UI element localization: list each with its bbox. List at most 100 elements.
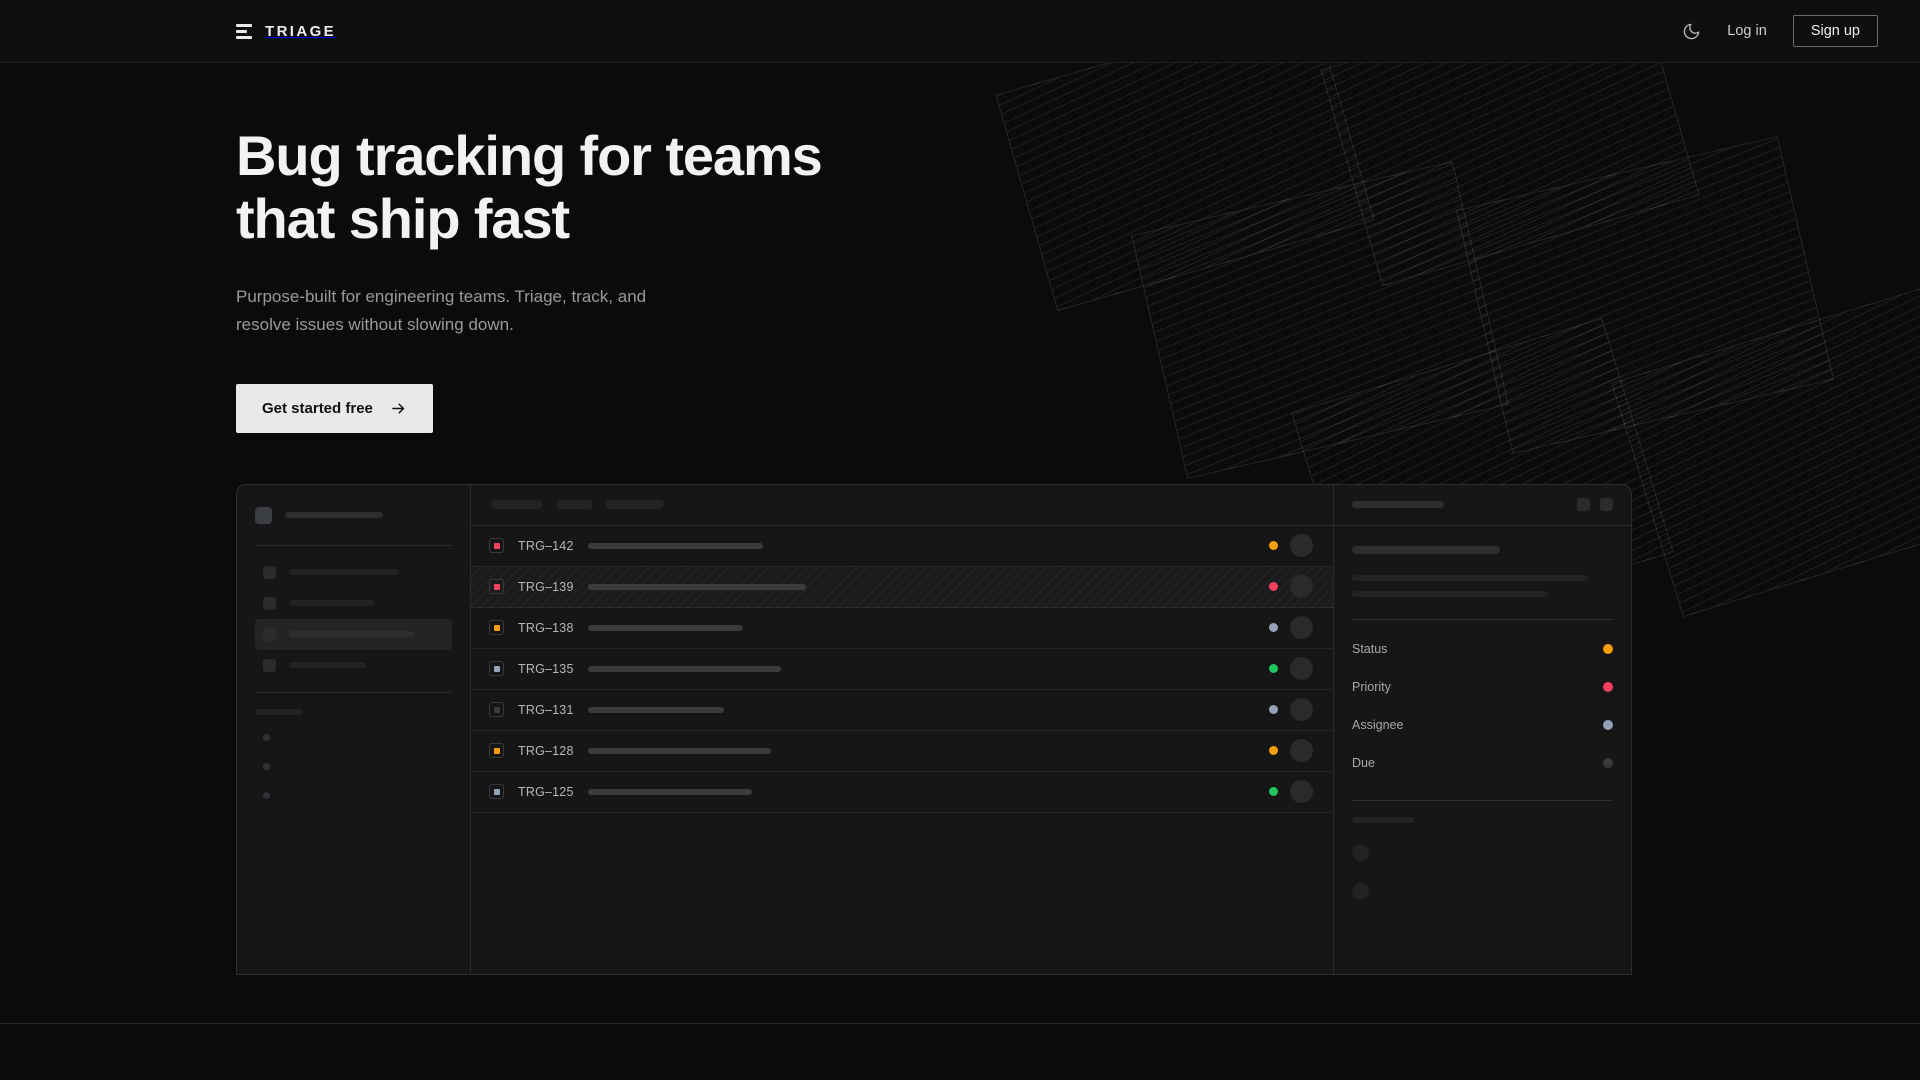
sidebar-mini-item-2[interactable] — [255, 781, 452, 810]
sidebar-item-label — [289, 662, 366, 669]
page-title: Bug tracking for teams that ship fast — [236, 124, 896, 250]
issue-title-placeholder — [588, 624, 743, 631]
issue-title-placeholder — [588, 706, 724, 713]
issue-row-meta — [1269, 780, 1313, 804]
issue-type-icon — [489, 538, 504, 554]
sidebar-mini-item-0[interactable] — [255, 723, 452, 752]
issue-status-dot — [1269, 787, 1278, 797]
issue-assignee-avatar — [1290, 739, 1313, 763]
sidebar-mini-dot — [263, 762, 270, 770]
activity-row — [1352, 872, 1613, 911]
hero-subtitle: Purpose-built for engineering teams. Tri… — [236, 283, 706, 339]
list-toolbar — [471, 485, 1333, 526]
detail-action-button-0[interactable] — [1577, 498, 1590, 512]
sidebar-divider-bottom — [255, 691, 452, 693]
detail-meta-row[interactable]: Due — [1352, 744, 1613, 782]
theme-toggle-button[interactable] — [1682, 22, 1701, 41]
issue-assignee-avatar — [1290, 780, 1313, 804]
toolbar-chip-1[interactable] — [556, 500, 593, 510]
issue-row[interactable]: TRG–125 — [471, 772, 1333, 813]
issue-row-meta — [1269, 698, 1313, 722]
hero-title-line-2: that ship fast — [236, 186, 570, 250]
issue-type-icon — [489, 784, 504, 800]
login-link[interactable]: Log in — [1727, 23, 1767, 39]
sidebar-item-3[interactable] — [255, 650, 452, 681]
toolbar-chip-0[interactable] — [491, 500, 543, 510]
issue-row[interactable]: TRG–139 — [471, 566, 1333, 608]
issue-id: TRG–125 — [518, 784, 574, 799]
workspace-switcher[interactable] — [255, 506, 452, 545]
activity-divider — [1352, 799, 1613, 801]
issue-row-meta — [1269, 534, 1313, 558]
detail-meta-row[interactable]: Assignee — [1352, 706, 1613, 744]
sidebar-item-label — [289, 631, 414, 638]
page-bottom-divider — [0, 1023, 1920, 1024]
issue-assignee-avatar — [1290, 534, 1313, 558]
issue-id: TRG–128 — [518, 743, 574, 758]
issue-type-icon — [489, 661, 504, 677]
issue-id: TRG–142 — [518, 538, 574, 553]
detail-description-line-1 — [1352, 590, 1548, 597]
issue-title-placeholder — [588, 542, 763, 549]
issue-status-dot — [1269, 746, 1278, 756]
activity-avatar — [1352, 882, 1369, 900]
hero-subtitle-line-2: resolve issues without slowing down. — [236, 315, 514, 335]
issue-title-placeholder — [588, 583, 806, 590]
issue-assignee-avatar — [1290, 616, 1313, 640]
detail-meta-dot — [1603, 719, 1613, 730]
issue-row[interactable]: TRG–138 — [471, 608, 1333, 649]
issue-type-icon — [489, 620, 504, 636]
workspace-name-placeholder — [285, 512, 383, 519]
sidebar-item-label — [289, 569, 399, 576]
detail-description-line-0 — [1352, 574, 1588, 581]
detail-action-buttons — [1577, 498, 1613, 512]
detail-meta-label: Due — [1352, 755, 1375, 770]
detail-meta-label: Status — [1352, 641, 1388, 656]
toolbar-chip-2[interactable] — [606, 500, 664, 510]
brand-logo[interactable]: TRIAGE — [236, 23, 336, 40]
detail-action-button-1[interactable] — [1600, 498, 1613, 512]
issue-status-dot — [1269, 582, 1278, 592]
activity-rows — [1352, 833, 1613, 911]
issue-row-meta — [1269, 657, 1313, 681]
get-started-label: Get started free — [262, 399, 373, 417]
detail-meta-dot — [1603, 681, 1613, 692]
detail-meta-label: Assignee — [1352, 717, 1404, 732]
issue-assignee-avatar — [1290, 698, 1313, 722]
sidebar-nav — [255, 546, 452, 692]
sidebar-mini-item-1[interactable] — [255, 752, 452, 781]
site-header: TRIAGE Log in Sign up — [0, 0, 1920, 63]
mockup-sidebar — [237, 484, 471, 974]
detail-meta-label: Priority — [1352, 679, 1391, 694]
hero-section: Bug tracking for teams that ship fast Pu… — [0, 63, 1920, 433]
get-started-button[interactable]: Get started free — [236, 383, 433, 433]
sidebar-item-0[interactable] — [255, 557, 452, 588]
issue-title-placeholder — [588, 665, 781, 672]
sidebar-item-label — [289, 600, 375, 607]
brand-name: TRIAGE — [265, 22, 337, 40]
stacked-bars-icon — [236, 23, 252, 39]
issue-id: TRG–135 — [518, 661, 574, 676]
issue-row[interactable]: TRG–131 — [471, 690, 1333, 731]
issue-row[interactable]: TRG–142 — [471, 526, 1333, 567]
issue-id: TRG–139 — [518, 579, 574, 594]
detail-meta-dot — [1603, 757, 1613, 768]
issue-status-dot — [1269, 705, 1278, 715]
sidebar-item-2[interactable] — [255, 618, 452, 650]
sidebar-mini-dot — [263, 791, 270, 799]
detail-description-lines — [1352, 574, 1613, 597]
sidebar-mini-dot — [263, 733, 270, 741]
detail-meta-row[interactable]: Status — [1352, 630, 1613, 668]
sidebar-item-1[interactable] — [255, 588, 452, 619]
issue-row[interactable]: TRG–135 — [471, 649, 1333, 690]
detail-meta-row[interactable]: Priority — [1352, 668, 1613, 706]
issue-row[interactable]: TRG–128 — [471, 731, 1333, 772]
signup-button[interactable]: Sign up — [1792, 15, 1878, 47]
header-nav: Log in Sign up — [1682, 15, 1878, 47]
sidebar-divider-top — [255, 544, 452, 546]
issue-row-meta — [1269, 616, 1313, 640]
workspace-avatar — [255, 506, 272, 524]
